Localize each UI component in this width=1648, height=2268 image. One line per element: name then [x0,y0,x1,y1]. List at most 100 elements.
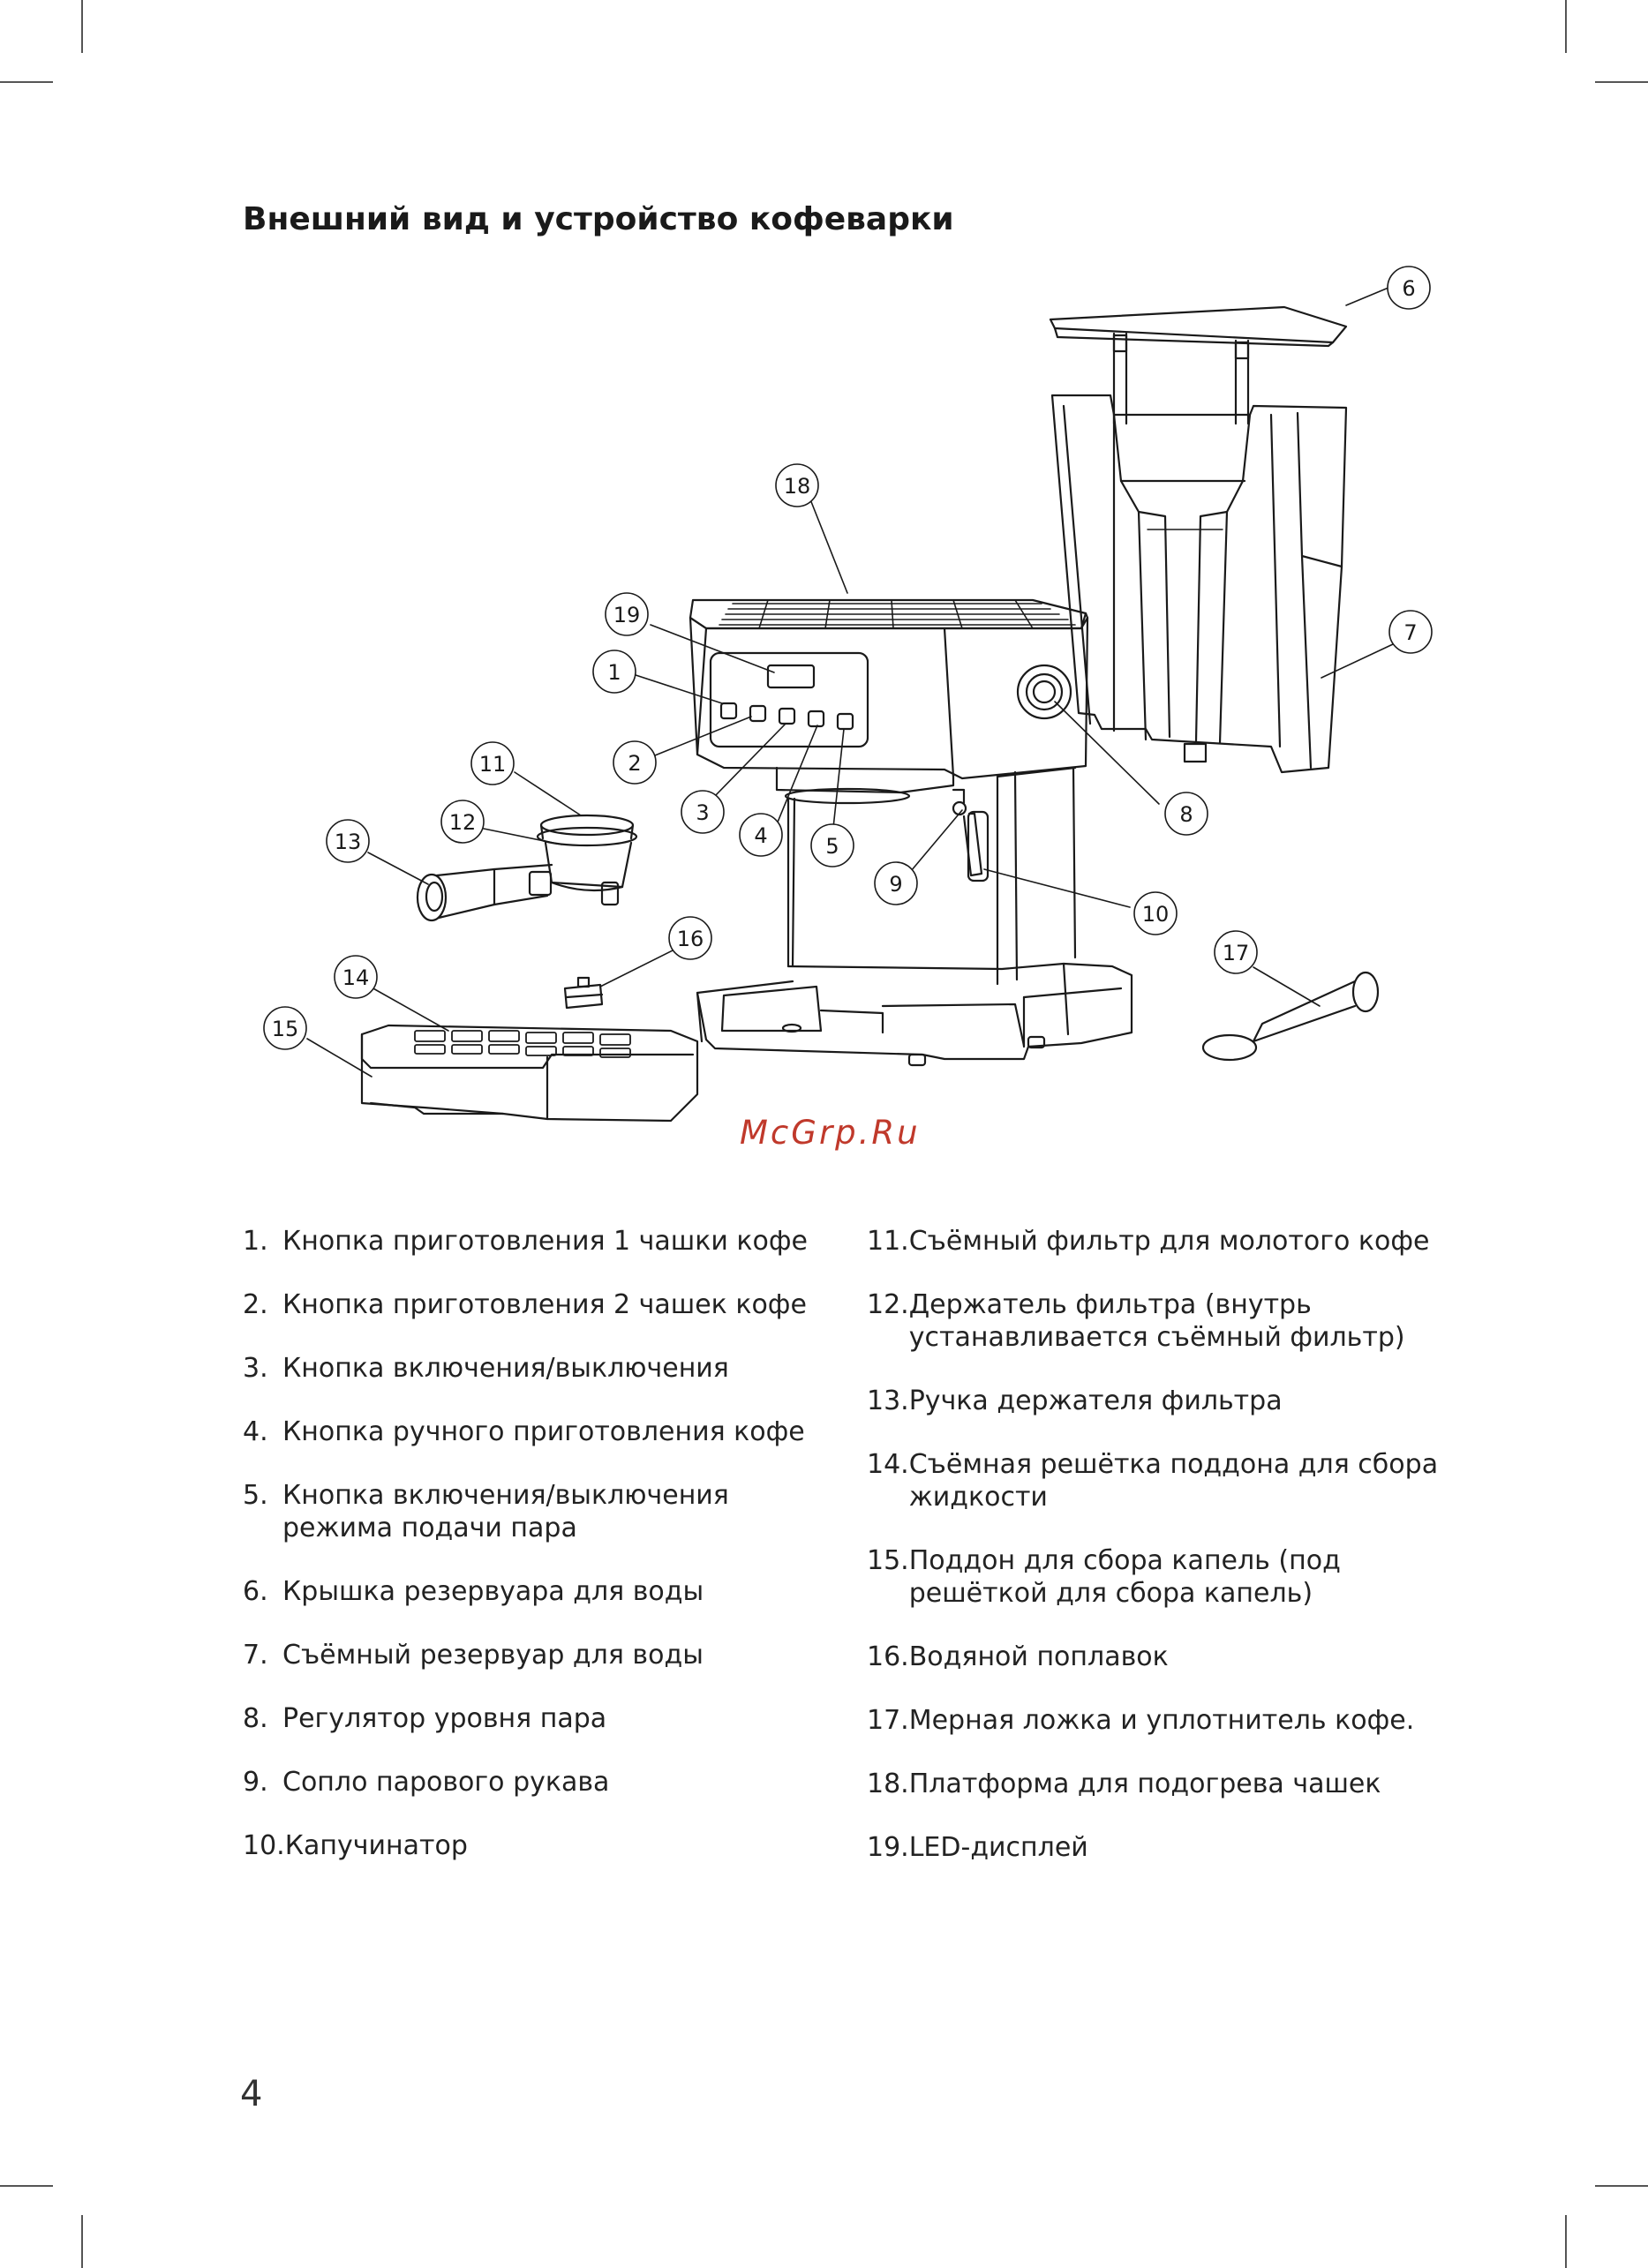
legend-item: 15.Поддон для сбора капель (под решёткой… [867,1544,1467,1610]
water-tank-lid [1049,305,1348,425]
legend-text: Регулятор уровня пара [282,1703,607,1734]
legend-text: Сопло парового рукава [282,1767,610,1798]
crop-mark [1565,2215,1567,2268]
legend-number: 17. [867,1705,909,1736]
legend-item: 19.LED-дисплей [867,1831,1467,1864]
legend-text: Поддон для сбора капель (под решёткой дл… [908,1545,1341,1609]
leader-lines [306,287,1394,1078]
callout-6: 6 [1402,276,1415,301]
legend-number: 8. [243,1703,268,1734]
crop-mark [0,2185,53,2187]
legend-text: Держатель фильтра (внутрь устанавливаетс… [908,1289,1405,1353]
page-number: 4 [240,2074,263,2114]
legend-text: LED-дисплей [908,1832,1088,1863]
drip-tray [360,1024,699,1123]
legend-number: 1. [243,1226,268,1257]
legend-left-column: 1. Кнопка приготовления 1 чашки кофе 2. Кн… [243,1225,825,1893]
legend-text: Мерная ложка и уплотнитель кофе. [908,1705,1415,1736]
callout-4: 4 [754,823,767,848]
callout-2: 2 [628,751,641,776]
legend-number: 18. [867,1769,909,1799]
legend-number: 3. [243,1353,268,1384]
legend-item: 12.Держатель фильтра (внутрь устанавлива… [867,1288,1467,1354]
legend-item: 4. Кнопка ручного приготовления кофе [243,1416,825,1448]
legend-number: 13. [867,1386,909,1416]
legend-item: 16.Водяной поплавок [867,1641,1467,1673]
legend-text: Кнопка ручного приготовления кофе [282,1416,805,1447]
legend-item: 1. Кнопка приготовления 1 чашки кофе [243,1225,825,1258]
legend-number: 7. [243,1640,268,1671]
legend-number: 9. [243,1767,268,1798]
watermark: McGrp.Ru [740,1114,921,1152]
callout-12: 12 [449,810,477,835]
legend-item: 3. Кнопка включения/выключения [243,1352,825,1385]
legend-item: 14.Съёмная решётка поддона для сбора жид… [867,1448,1467,1513]
coffee-machine-body [689,598,1133,1067]
callout-19: 19 [613,603,641,627]
portafilter [416,814,638,922]
crop-mark [1595,2185,1648,2187]
legend-text: Съёмный фильтр для молотого кофе [908,1226,1430,1257]
callout-3: 3 [696,800,709,825]
legend-text: Кнопка включения/выключения [282,1353,729,1384]
legend-number: 4. [243,1416,268,1447]
legend-number: 5. [243,1480,268,1511]
legend-text: Водяной поплавок [908,1641,1169,1672]
callout-7: 7 [1403,620,1417,645]
crop-mark [1595,81,1648,83]
crop-mark [0,81,53,83]
legend-item: 18.Платформа для подогрева чашек [867,1768,1467,1800]
legend-item: 5. Кнопка включения/выключения режима под… [243,1479,825,1544]
legend-text: Ручка держателя фильтра [908,1386,1283,1416]
callout-13: 13 [335,830,362,854]
water-float [563,976,604,1010]
legend-item: 6. Крышка резервуара для воды [243,1575,825,1608]
legend-item: 17.Мерная ложка и уплотнитель кофе. [867,1704,1467,1737]
callout-8: 8 [1179,802,1193,827]
legend-text: Платформа для подогрева чашек [908,1769,1381,1799]
callout-10: 10 [1142,902,1170,927]
legend-item: 11.Съёмный фильтр для молотого кофе [867,1225,1467,1258]
legend-item: 10.Капучинатор [243,1829,825,1862]
legend-text: Крышка резервуара для воды [282,1576,704,1607]
legend-item: 8. Регулятор уровня пара [243,1702,825,1735]
callout-numbers: 1 2 3 4 5 6 7 8 9 10 11 12 13 14 15 16 1… [272,276,1418,1041]
water-tank [1050,394,1348,774]
legend-number: 10. [243,1830,285,1861]
callout-18: 18 [784,474,811,499]
page-title: Внешний вид и устройство кофеварки [243,201,954,237]
legend-text: Съёмная решётка поддона для сбора жидкос… [908,1449,1439,1513]
legend-number: 15. [867,1545,909,1576]
legend-number: 16. [867,1641,909,1672]
crop-mark [81,2215,83,2268]
legend-text: Кнопка приготовления 1 чашки кофе [282,1226,808,1257]
callout-1: 1 [607,660,621,685]
callout-11: 11 [479,752,507,777]
callout-9: 9 [889,872,902,897]
legend-number: 12. [867,1289,909,1320]
callout-16: 16 [677,927,704,951]
legend-number: 6. [243,1576,268,1607]
legend-text: Съёмный резервуар для воды [282,1640,704,1671]
crop-mark [81,0,83,53]
callout-14: 14 [342,965,370,990]
legend-item: 2. Кнопка приготовления 2 чашек кофе [243,1288,825,1321]
legend-text: Кнопка включения/выключения режима подач… [282,1480,729,1543]
callout-17: 17 [1223,941,1250,965]
callout-markers [263,266,1433,1050]
legend-number: 11. [867,1226,909,1257]
legend-item: 9. Сопло парового рукава [243,1766,825,1799]
legend-number: 2. [243,1289,268,1320]
legend-right-column: 11.Съёмный фильтр для молотого кофе 12.Д… [867,1225,1467,1895]
legend-number: 19. [867,1832,909,1863]
legend-number: 14. [867,1449,909,1480]
crop-mark [1565,0,1567,53]
legend-item: 7. Съёмный резервуар для воды [243,1639,825,1671]
callout-5: 5 [825,834,839,859]
legend-item: 13.Ручка держателя фильтра [867,1385,1467,1417]
coffee-machine-diagram: 1 2 3 4 5 6 7 8 9 10 11 12 13 14 15 16 1… [263,266,1433,1123]
callout-15: 15 [272,1017,299,1041]
legend-text: Кнопка приготовления 2 чашек кофе [282,1289,807,1320]
legend-text: Капучинатор [284,1830,468,1861]
measuring-spoon [1201,971,1380,1062]
